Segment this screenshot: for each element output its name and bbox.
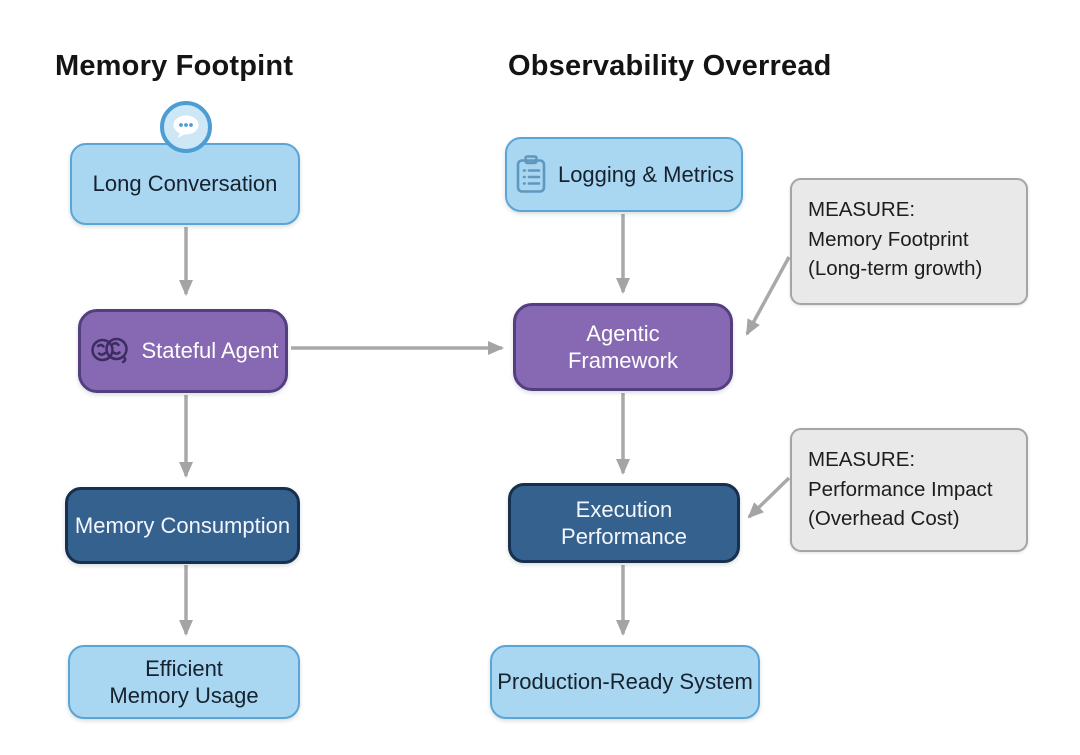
measure-memory-footprint-note: MEASURE: Memory Footprint (Long-term gro…: [790, 178, 1028, 305]
left-column-title: Memory Footpint: [55, 50, 294, 82]
node-label: Efficient Memory Usage: [109, 655, 259, 709]
node-label: Production-Ready System: [497, 669, 753, 695]
node-label: Execution Performance: [561, 496, 687, 550]
brain-icon: [90, 337, 128, 364]
note-detail: (Overhead Cost): [808, 507, 960, 531]
node-label: Logging & Metrics: [557, 161, 735, 187]
node-agentic-framework: Agentic Framework: [513, 303, 733, 391]
node-logging-metrics: Logging & Metrics: [505, 137, 743, 212]
arrow-measure-performance-to-execution: [747, 476, 791, 519]
note-metric: Performance Impact: [808, 477, 993, 501]
node-label: Agentic Framework: [567, 320, 678, 374]
node-execution-performance: Execution Performance: [508, 483, 740, 563]
right-column-title: Observability Overread: [508, 50, 832, 82]
node-production-ready-system: Production-Ready System: [490, 645, 760, 719]
note-detail: (Long-term growth): [808, 257, 983, 281]
note-heading: MEASURE:: [808, 198, 916, 221]
node-label: Long Conversation: [92, 171, 278, 197]
chat-bubble-icon: [160, 101, 212, 153]
node-memory-consumption: Memory Consumption: [65, 487, 300, 564]
arrow-measure-memory-to-agentic-framework: [745, 256, 791, 336]
node-efficient-memory-usage: Efficient Memory Usage: [68, 645, 300, 719]
note-metric: Memory Footprint: [808, 227, 969, 251]
node-label: Memory Consumption: [74, 512, 291, 538]
node-stateful-agent: Stateful Agent: [78, 309, 288, 393]
node-long-conversation: Long Conversation: [70, 143, 300, 225]
measure-performance-impact-note: MEASURE: Performance Impact (Overhead Co…: [790, 428, 1028, 552]
note-heading: MEASURE:: [808, 448, 916, 471]
node-label: Stateful Agent: [141, 338, 279, 364]
clipboard-icon: [516, 154, 546, 193]
